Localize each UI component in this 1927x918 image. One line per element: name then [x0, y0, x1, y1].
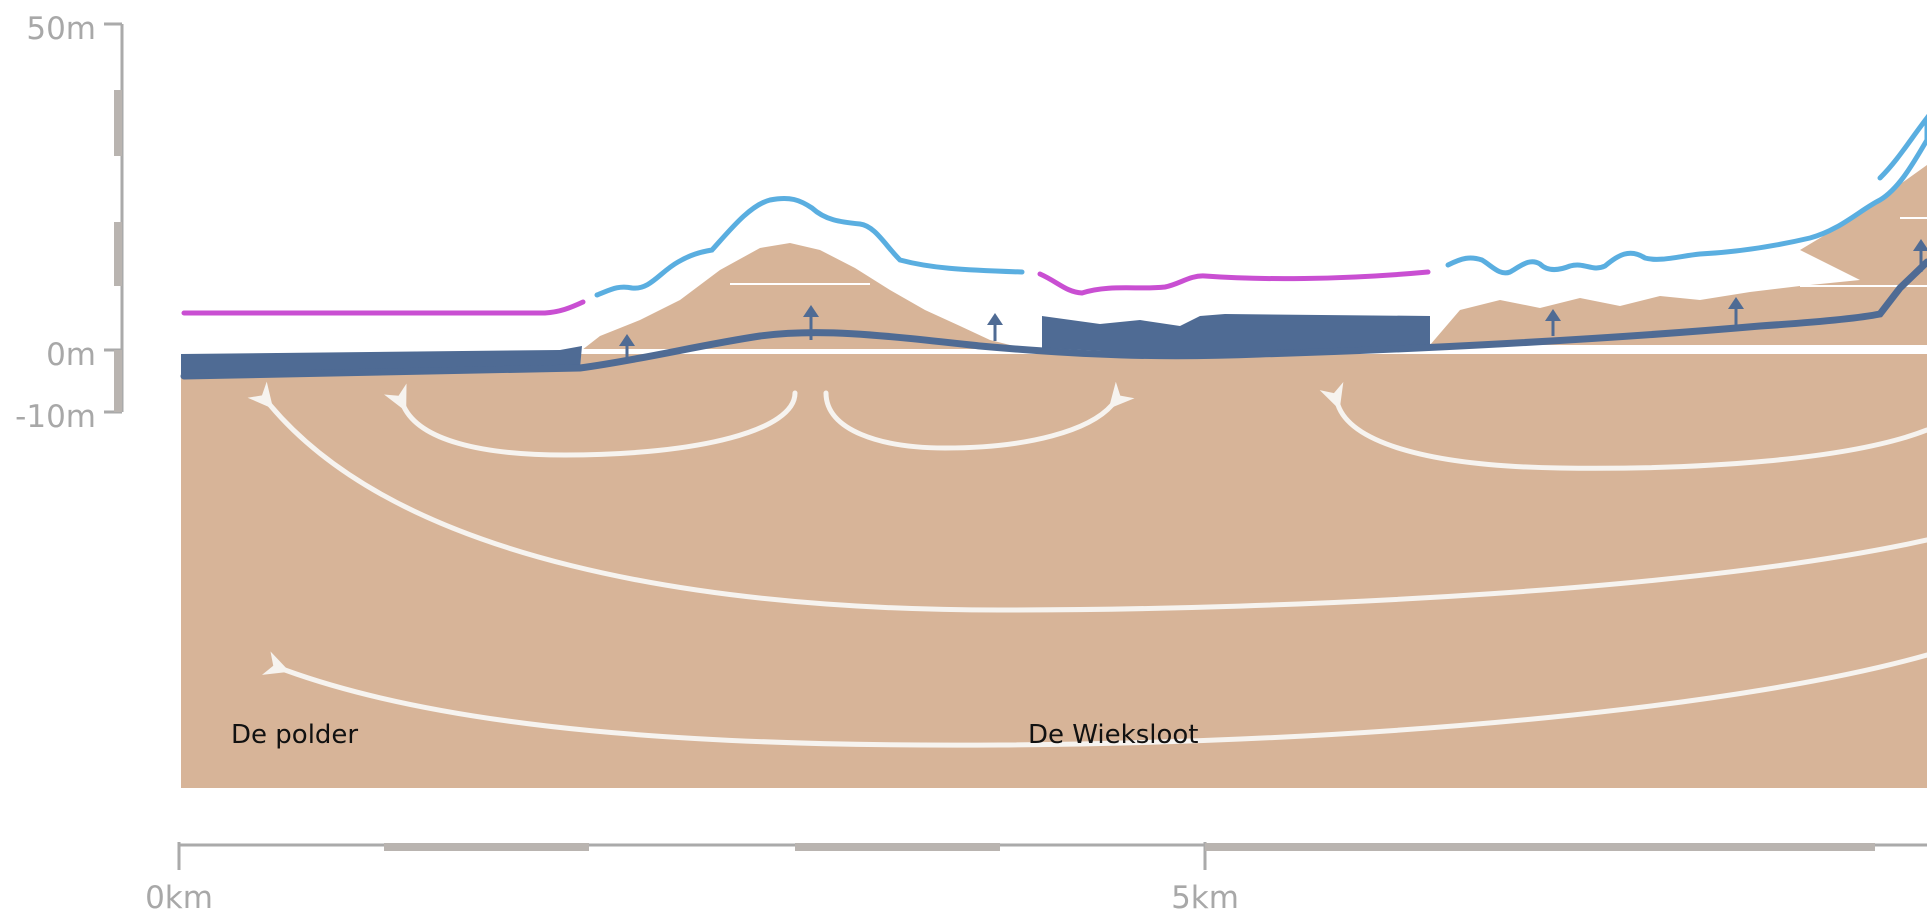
vertical-axis: 50m 0m -10m — [15, 11, 124, 435]
place-label-polder: De polder — [231, 720, 358, 750]
surface-profile-left — [594, 195, 1025, 298]
seepage-arrows — [619, 239, 1927, 363]
upward-seepage-arrow — [1913, 239, 1927, 272]
flow-arrow — [384, 383, 798, 458]
upward-seepage-arrow — [1728, 297, 1744, 326]
place-label-wieksloot: De Wieksloot — [1028, 720, 1198, 750]
flow-arrow — [261, 651, 1927, 748]
flow-arrow — [1319, 382, 1927, 471]
flow-arrow — [247, 381, 1927, 613]
soil-mound-left — [582, 243, 1030, 350]
surface-profile-right — [1445, 113, 1927, 276]
flow-arrows — [247, 381, 1927, 748]
x-tick-0km: 0km — [145, 880, 213, 916]
y-tick-50m: 50m — [26, 11, 96, 47]
wieksloot-water — [1042, 314, 1430, 355]
y-tick-0m: 0m — [46, 337, 96, 373]
upward-seepage-arrow — [803, 305, 819, 340]
groundwater-table — [180, 258, 1927, 380]
water-level-profile-left — [181, 299, 586, 316]
flow-arrow — [823, 381, 1135, 451]
upward-seepage-arrow — [619, 334, 635, 363]
y-tick-minus-10m: -10m — [15, 399, 96, 435]
water-level-profile-middle — [1037, 269, 1431, 296]
upward-seepage-arrow — [987, 313, 1003, 341]
upward-seepage-arrow — [1545, 309, 1561, 336]
x-tick-5km: 5km — [1171, 880, 1239, 916]
horizontal-axis: 0km 5km — [145, 842, 1927, 916]
soil-mound-right — [1430, 165, 1927, 345]
